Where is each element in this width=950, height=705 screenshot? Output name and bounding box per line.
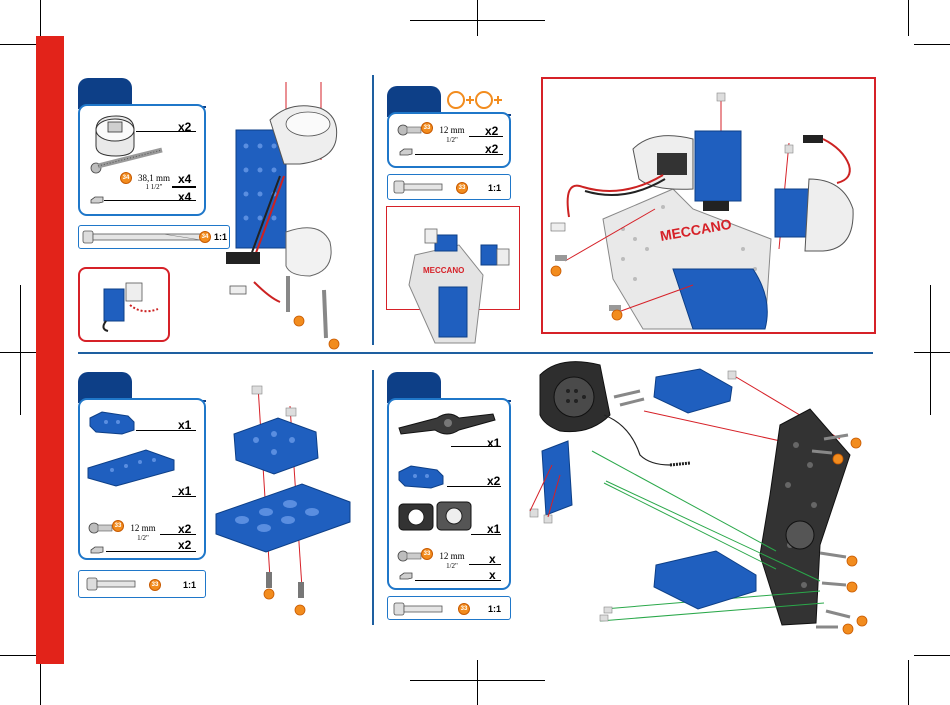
parts-list-box: x1 x1 33 12 mm 1/2" x2 x2 bbox=[78, 398, 206, 560]
step-tab bbox=[78, 78, 132, 104]
parts-list-box: x2 34 38,1 mm 1 1/2" x4 x4 bbox=[78, 104, 206, 216]
bolt-scale-icon bbox=[87, 577, 137, 591]
short-bolt-icon bbox=[397, 548, 423, 564]
crop-mark bbox=[0, 44, 36, 45]
dimension-inch: 1/2" bbox=[437, 562, 467, 571]
parts-list-box: 33 12 mm 1/2" x2 x2 bbox=[387, 112, 511, 168]
page-edge-band bbox=[36, 36, 64, 664]
scale-reference-box: 33 1:1 bbox=[387, 596, 511, 620]
quantity-label: x4 bbox=[178, 172, 191, 186]
quantity-label: x2 bbox=[485, 142, 498, 156]
nut-icon bbox=[90, 196, 104, 204]
crop-mark bbox=[0, 352, 36, 353]
quantity-label: x2 bbox=[178, 522, 191, 536]
quantity-label: x bbox=[489, 568, 496, 582]
crop-mark bbox=[20, 285, 21, 415]
step3-assembly-illustration bbox=[212, 378, 362, 618]
bolt-scale-icon bbox=[394, 180, 444, 194]
part-number-badge: 33 bbox=[421, 122, 433, 134]
step1-assembly-illustration bbox=[220, 80, 350, 350]
part-number-badge: 33 bbox=[456, 182, 468, 194]
bolt-scale-icon bbox=[83, 230, 203, 244]
dimension-mm: 12 mm bbox=[128, 524, 158, 533]
scale-reference-box: 34 1:1 bbox=[78, 225, 230, 249]
nut-icon bbox=[90, 546, 104, 554]
crop-mark bbox=[477, 0, 478, 36]
detail-inset: MECCANO bbox=[386, 206, 520, 310]
scale-label: 1:1 bbox=[488, 183, 501, 193]
scale-label: 1:1 bbox=[488, 604, 501, 614]
leader-line bbox=[469, 564, 501, 565]
crop-mark bbox=[914, 352, 950, 353]
quantity-label: x bbox=[489, 552, 496, 566]
crop-mark bbox=[908, 660, 909, 705]
dimension-mm: 12 mm bbox=[437, 552, 467, 561]
motor-detail-illustration bbox=[86, 275, 166, 335]
dimension-inch: 1/2" bbox=[128, 534, 158, 543]
flat-plate-icon bbox=[86, 446, 176, 486]
quantity-label: x2 bbox=[487, 474, 500, 488]
chassis-motor-illustration: MECCANO bbox=[543, 79, 873, 329]
dimension-mm: 12 mm bbox=[437, 126, 467, 135]
part-number-badge: 34 bbox=[120, 172, 132, 184]
quantity-label: x2 bbox=[178, 120, 191, 134]
nut-icon bbox=[399, 572, 413, 580]
detail-inset bbox=[78, 267, 170, 342]
row-divider bbox=[78, 352, 873, 354]
quantity-label: x4 bbox=[178, 190, 191, 204]
column-divider bbox=[372, 370, 374, 625]
dimension-inch: 1/2" bbox=[437, 136, 467, 145]
step-tab bbox=[387, 372, 441, 398]
quantity-label: x1 bbox=[487, 436, 500, 450]
short-bolt-icon bbox=[88, 520, 114, 536]
bracket-icon bbox=[88, 408, 138, 436]
crop-mark bbox=[908, 0, 909, 36]
scale-reference-box: 33 1:1 bbox=[78, 570, 206, 598]
logo-text: MECCANO bbox=[423, 266, 464, 275]
crop-mark bbox=[410, 20, 545, 21]
chassis-preview-illustration: MECCANO bbox=[395, 215, 515, 345]
crop-mark bbox=[0, 655, 36, 656]
part-number-badge: 33 bbox=[112, 520, 124, 532]
step4-assembly-illustration bbox=[520, 355, 880, 640]
crop-mark bbox=[914, 655, 950, 656]
long-bolt-icon bbox=[88, 148, 168, 174]
quantity-label: x2 bbox=[485, 124, 498, 138]
crop-mark bbox=[40, 0, 41, 36]
quantity-label: x2 bbox=[178, 538, 191, 552]
crop-mark bbox=[914, 44, 950, 45]
side-panel-icon bbox=[397, 410, 497, 436]
qty-underline bbox=[172, 186, 196, 188]
step-tab bbox=[78, 372, 132, 398]
scale-label: 1:1 bbox=[183, 580, 196, 590]
bracket-icon bbox=[397, 462, 447, 490]
dimension-inch: 1 1/2" bbox=[134, 183, 174, 192]
step-tab bbox=[387, 86, 441, 112]
short-bolt-icon bbox=[397, 122, 423, 138]
motor-symbols-icon bbox=[446, 90, 506, 110]
crop-mark bbox=[930, 285, 931, 415]
part-number-badge: 33 bbox=[458, 603, 470, 615]
part-number-badge: 33 bbox=[421, 548, 433, 560]
scale-reference-box: 33 1:1 bbox=[387, 174, 511, 200]
motor-mount-detail-panel: MECCANO bbox=[541, 77, 876, 334]
column-divider bbox=[372, 75, 374, 345]
speaker-icon bbox=[397, 500, 477, 538]
dimension-mm: 38,1 mm bbox=[134, 174, 174, 183]
quantity-label: x1 bbox=[487, 522, 500, 536]
crop-mark bbox=[40, 660, 41, 705]
part-number-badge: 34 bbox=[199, 231, 211, 243]
crop-mark bbox=[410, 680, 545, 681]
quantity-label: x1 bbox=[178, 484, 191, 498]
part-number-badge: 33 bbox=[149, 579, 161, 591]
crop-mark bbox=[477, 660, 478, 705]
quantity-label: x1 bbox=[178, 418, 191, 432]
bolt-scale-icon bbox=[394, 602, 444, 616]
nut-icon bbox=[399, 148, 413, 156]
parts-list-box: x1 x2 x1 33 12 mm 1/2" x x bbox=[387, 398, 511, 590]
